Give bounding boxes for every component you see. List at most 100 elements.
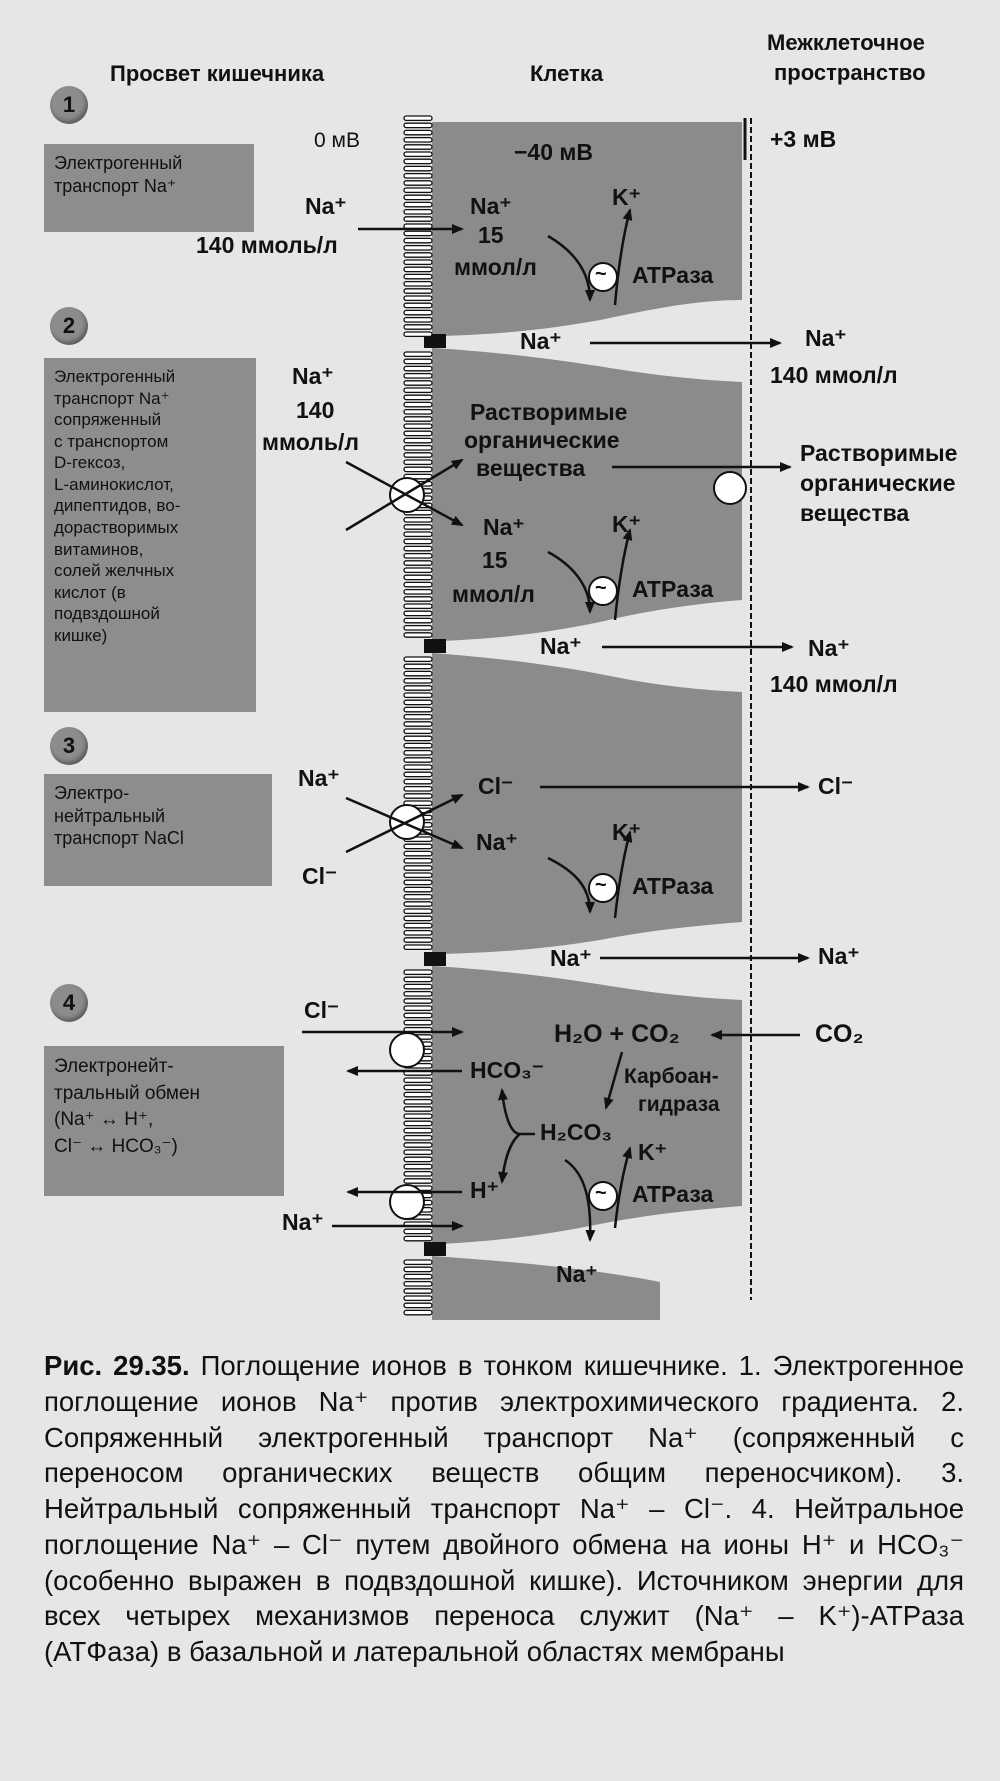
potential-interstitial: +3 мВ [770,126,837,152]
pump-symbol-4: ~ [595,1182,607,1204]
cell-body-2 [432,348,742,641]
microvillus [403,387,433,394]
na-cell-3: Na⁺ [476,829,518,855]
microvillus [403,423,433,430]
na-out-cell-4: Na⁺ [556,1261,598,1287]
microvillus [403,401,433,408]
box-2-line: витаминов, [54,539,144,559]
microvillus [403,969,433,976]
microvillus [403,115,433,122]
brush-border [403,115,433,1316]
box-1-line: Электрогенный [54,153,183,173]
carbonic-anhydrase-line-2: гидраза [638,1093,720,1116]
microvillus [403,699,433,706]
microvillus [403,394,433,401]
conc-interstitial-1: 140 ммол/л [770,362,898,388]
microvillus [403,677,433,684]
microvillus [403,771,433,778]
microvillus [403,545,433,552]
box-2-line: сопряженный [54,410,162,430]
box-3-line: Электро- [54,783,130,803]
basolateral-carrier-circle [713,471,747,505]
microvillus [403,1142,433,1148]
microvillus [403,893,433,900]
k-label-3: K⁺ [612,819,641,845]
microvillus [403,1019,433,1026]
na-lumen-2: Na⁺ [292,363,334,389]
microvillus [403,302,433,309]
cell-body-1 [432,122,742,336]
microvillus [403,850,433,857]
microvillus [403,1084,433,1091]
organic-cell-line-2: органические [464,427,620,453]
microvillus [403,1163,433,1170]
microvillus [403,452,433,458]
cell-body-4 [432,966,742,1244]
microvillus [403,624,433,631]
box-2-line: дорастворимых [54,518,179,538]
microvillus [403,437,433,444]
na-interstitial-1: Na⁺ [805,325,847,351]
conc-cell-num-1: 15 [478,222,504,248]
section-badge-1: 1 [50,86,88,124]
microvillus [403,459,433,466]
microvillus [403,1134,433,1141]
microvillus [403,1178,433,1184]
microvillus [403,1091,433,1098]
microvillus [403,915,433,922]
arrow-k-pump-in-4 [613,1146,632,1229]
microvillus [403,136,433,143]
microvillus [403,793,433,799]
microvillus [403,430,433,437]
microvillus [403,151,433,158]
microvillus [403,1120,433,1127]
arrow-na-pump-out-3 [547,856,595,914]
pump-symbol-3: ~ [595,874,607,896]
na-lumen-1: Na⁺ [305,193,347,219]
exchanger-4b-circle [389,1184,425,1220]
microvillus [403,632,433,638]
atpase-label-4: ATPаза [632,1181,714,1207]
microvillus [403,280,433,287]
microvillus [403,588,433,595]
atpase-label-1: ATPаза [632,262,714,288]
microvillus [403,800,433,807]
atpase-pump-4 [588,1181,618,1211]
arrow-na-pump-out-2 [547,550,595,614]
conc-cell-unit-1: ммол/л [454,254,537,280]
microvillus [403,444,433,451]
microvillus [403,259,433,266]
cell-body-3 [432,653,742,954]
arrow-carbonic-anhydrase-4 [603,1051,624,1110]
box-4-line: (Na⁺ ↔ H⁺, [54,1109,154,1131]
microvillus [403,1106,433,1112]
box-3-line: транспорт NaCl [54,828,184,848]
organic-interstitial-line-2: органические [800,470,956,496]
arrow-k-pump-in-1 [613,208,633,306]
box-2-line: Электрогенный [54,367,176,386]
atpase-label-3: ATPаза [632,873,714,899]
caption-title: Рис. 29.35. [44,1350,190,1381]
arrow-na-pump-out-1 [547,234,595,302]
potential-cell: −40 мВ [514,139,594,165]
microvillus [403,531,433,538]
box-4-line: Электронейт- [54,1056,174,1077]
microvillus [403,180,433,186]
box-2-line: транспорт Na⁺ [54,388,170,408]
caption-text: Поглощение ионов в тонком кишечнике. 1. … [44,1350,965,1667]
box-4-line: тральный обмен [54,1082,201,1104]
microvillus [403,223,433,230]
microvillus [403,372,433,379]
microvillus [403,1149,433,1156]
arrow-k-pump-in-2 [613,528,633,621]
section-badge-2: 2 [50,307,88,345]
microvillus [403,922,433,929]
pump-symbol-2: ~ [595,577,607,599]
k-label-4: K⁺ [638,1139,667,1165]
microvillus [403,663,433,670]
header-interstitial-1: Межклеточное [767,30,925,55]
microvillus [403,216,433,222]
header-lumen: Просвет кишечника [110,61,325,86]
na-lumen-4: Na⁺ [282,1209,324,1235]
